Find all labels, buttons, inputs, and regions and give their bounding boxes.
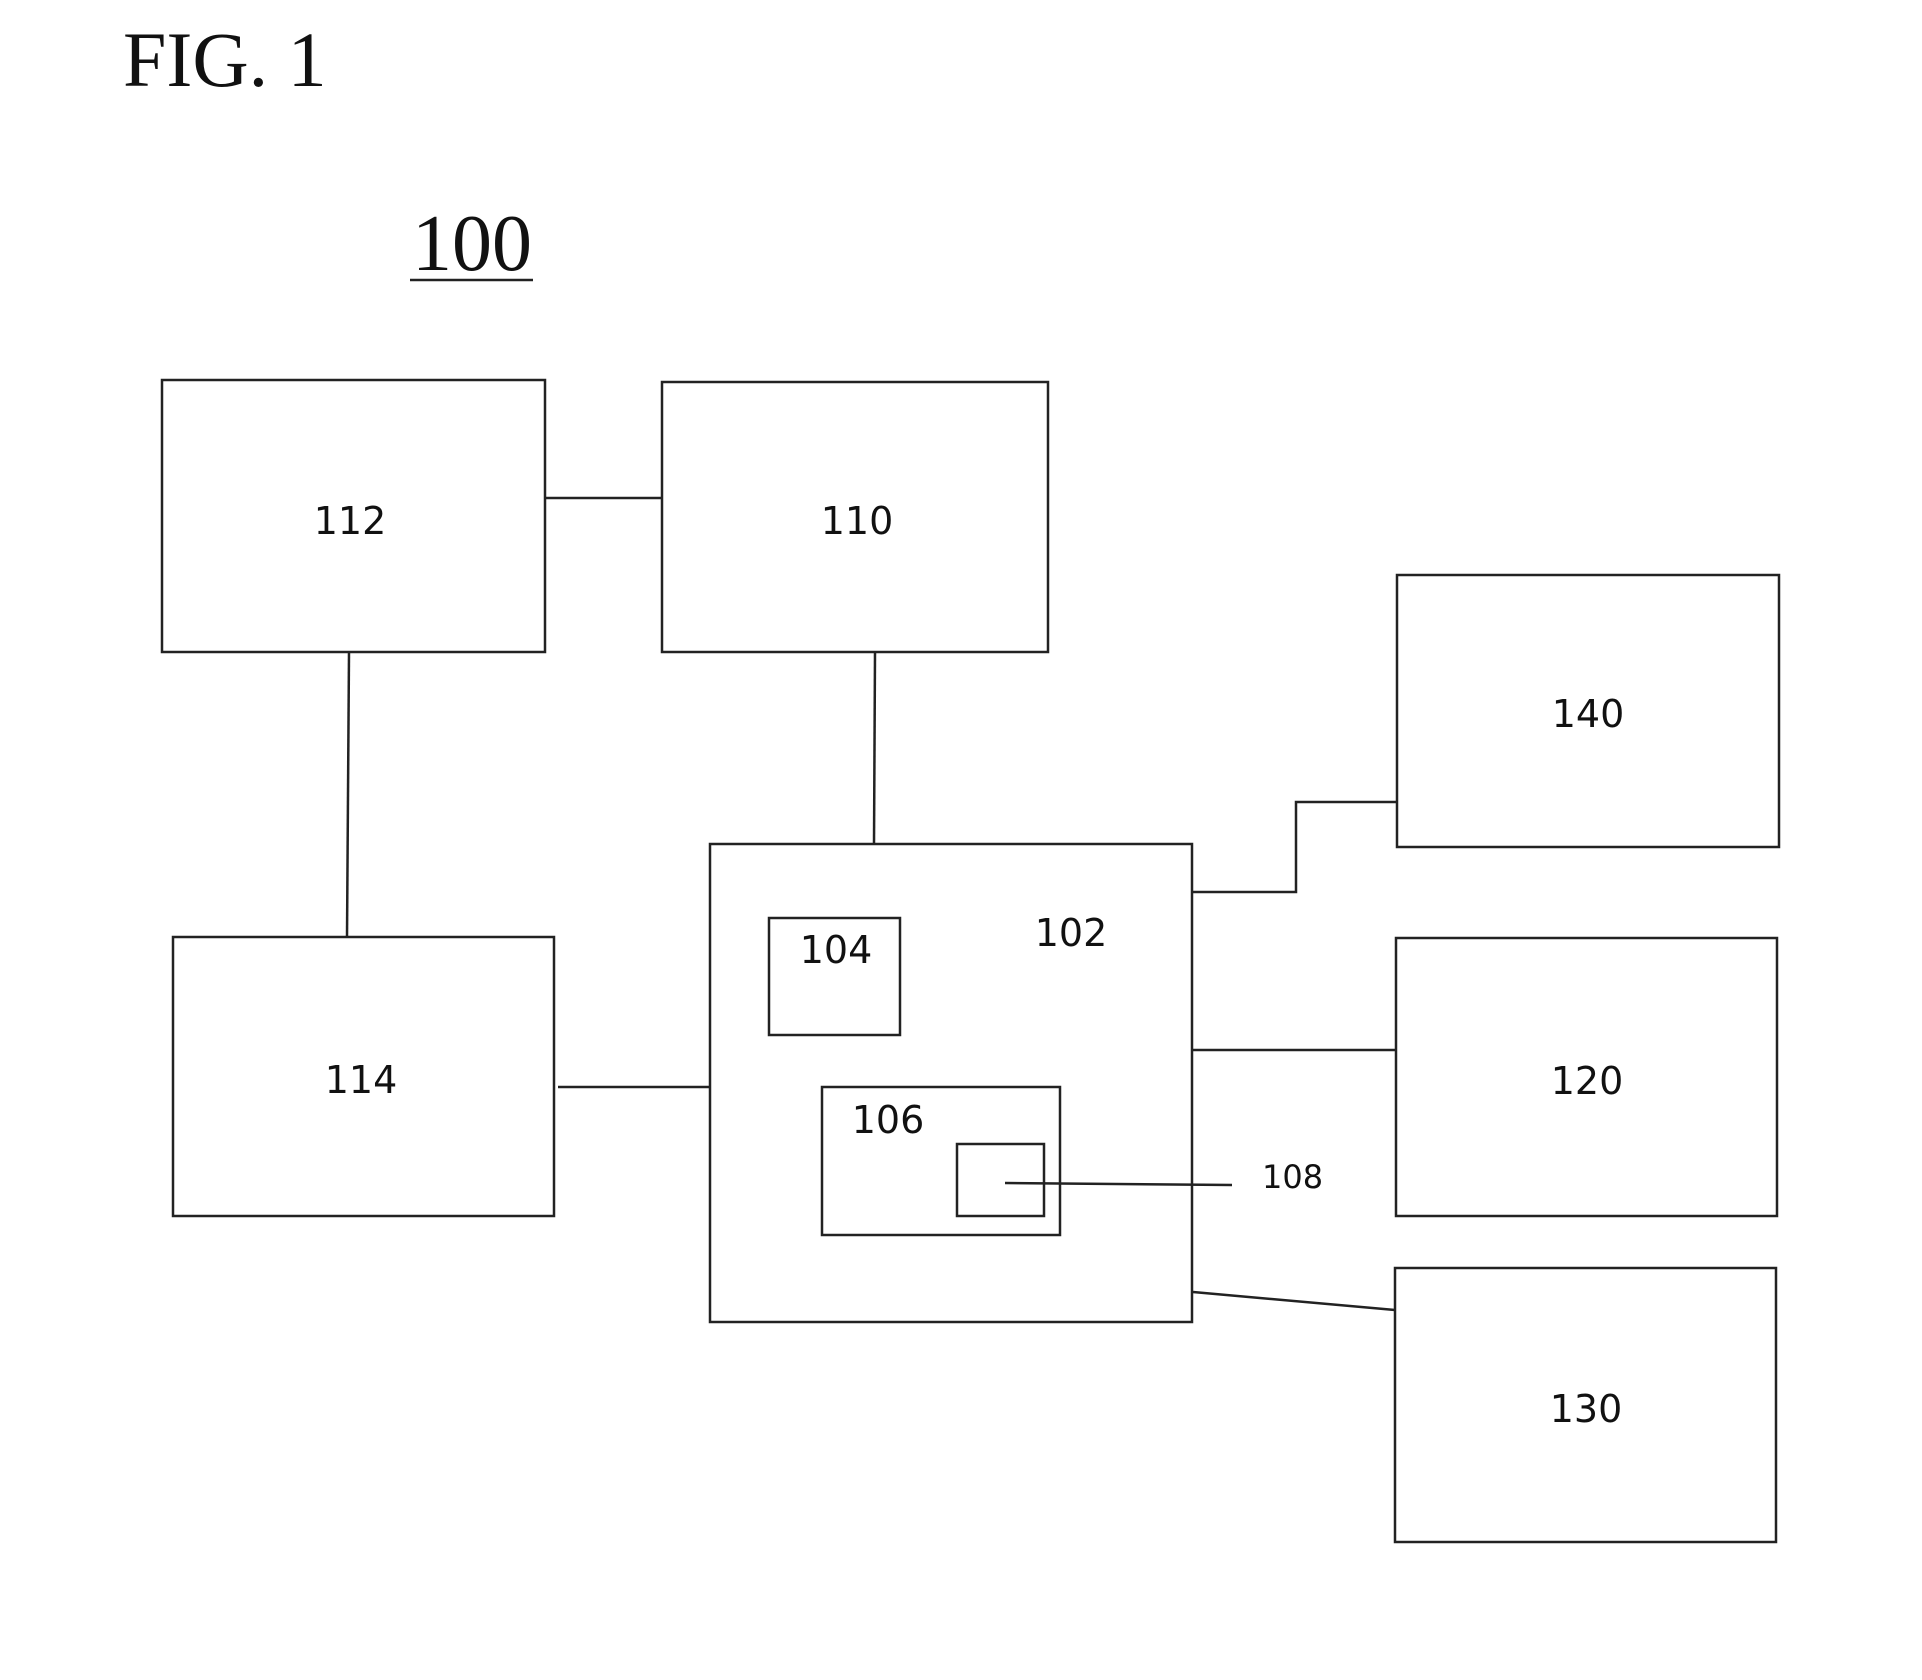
block-102 bbox=[710, 844, 1192, 1322]
connector-110-102 bbox=[874, 652, 875, 844]
block-110-label: 110 bbox=[821, 499, 894, 543]
block-120-label: 120 bbox=[1551, 1059, 1624, 1103]
connector-112-114 bbox=[347, 652, 349, 937]
block-102-label: 102 bbox=[1035, 911, 1108, 955]
element-108-label: 108 bbox=[1262, 1158, 1323, 1196]
element-108 bbox=[957, 1144, 1044, 1216]
system-reference-label: 100 bbox=[412, 200, 532, 288]
block-112-label: 112 bbox=[314, 499, 387, 543]
figure-title: FIG. 1 bbox=[123, 16, 327, 103]
connector-102-130 bbox=[1193, 1292, 1395, 1310]
block-130-label: 130 bbox=[1550, 1387, 1623, 1431]
block-114-label: 114 bbox=[325, 1058, 398, 1102]
block-140-label: 140 bbox=[1552, 692, 1625, 736]
block-104-label: 104 bbox=[800, 928, 873, 972]
connector-102-140 bbox=[1193, 802, 1397, 892]
block-106-label: 106 bbox=[852, 1098, 925, 1142]
